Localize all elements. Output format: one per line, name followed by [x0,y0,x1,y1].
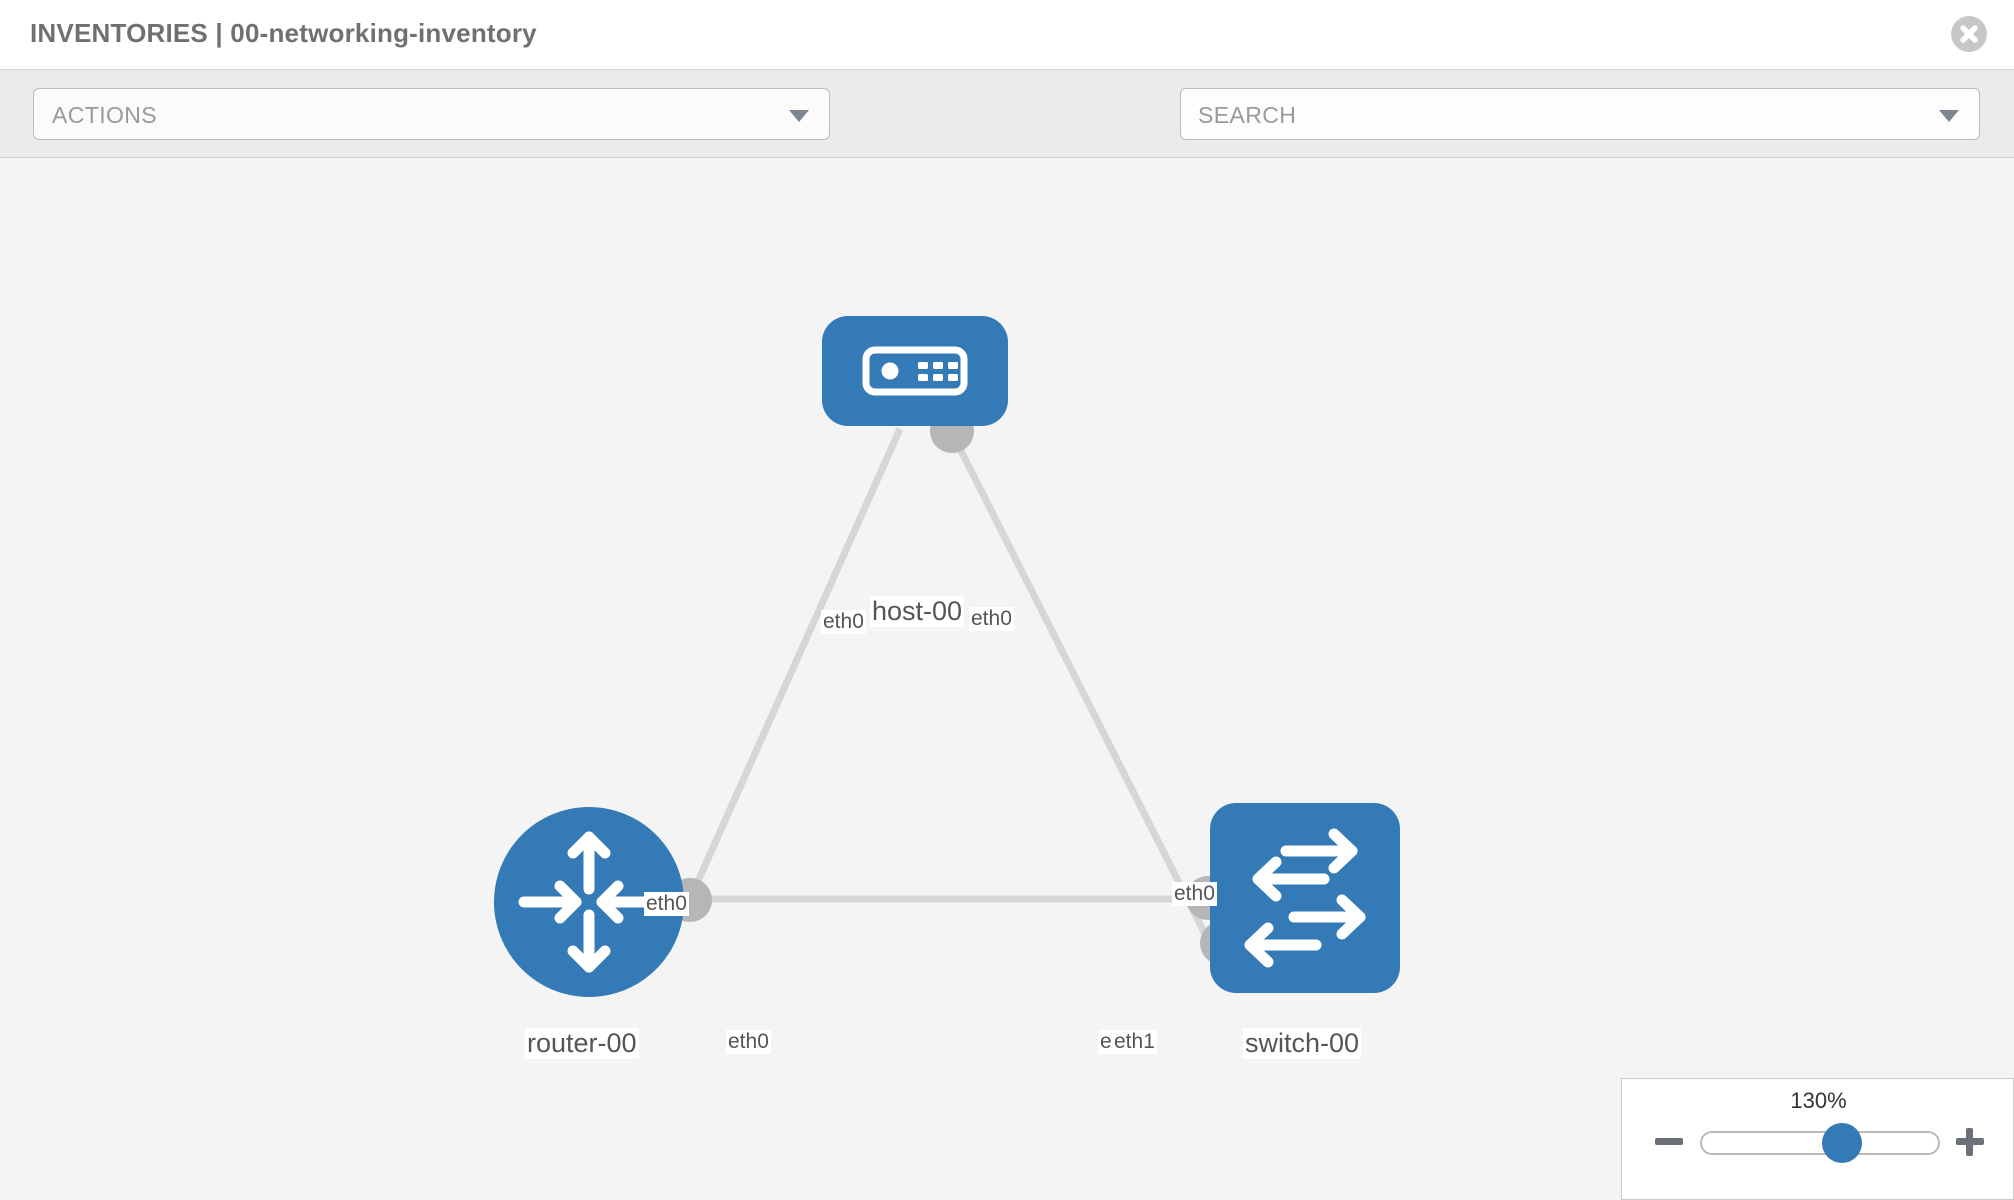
chevron-down-icon [789,110,809,122]
page-title: INVENTORIES | 00-networking-inventory [30,18,537,48]
node-host-00[interactable] [822,316,1008,426]
minus-icon[interactable] [1653,1126,1685,1158]
search-placeholder-label: SEARCH [1198,102,1297,128]
topology-edges [686,427,1214,946]
chevron-down-icon[interactable] [1939,110,1959,122]
zoom-control-panel: 130% [1621,1078,2014,1200]
zoom-slider-thumb[interactable] [1822,1123,1862,1163]
topology-canvas[interactable]: host-00 router-00 switch-00 eth0 eth0 et… [0,159,2014,1200]
node-router-00[interactable] [494,807,684,997]
plus-icon[interactable] [1954,1126,1986,1158]
close-icon[interactable] [1951,16,1987,52]
page-header: INVENTORIES | 00-networking-inventory [0,0,2014,70]
search-input[interactable]: SEARCH [1180,88,1980,140]
actions-dropdown[interactable]: ACTIONS [33,88,830,140]
toolbar: ACTIONS SEARCH [0,70,2014,201]
node-switch-00[interactable] [1210,803,1400,993]
actions-dropdown-label: ACTIONS [52,102,158,128]
zoom-slider-track[interactable] [1700,1131,1940,1155]
zoom-level-value: 130% [1790,1088,1847,1113]
